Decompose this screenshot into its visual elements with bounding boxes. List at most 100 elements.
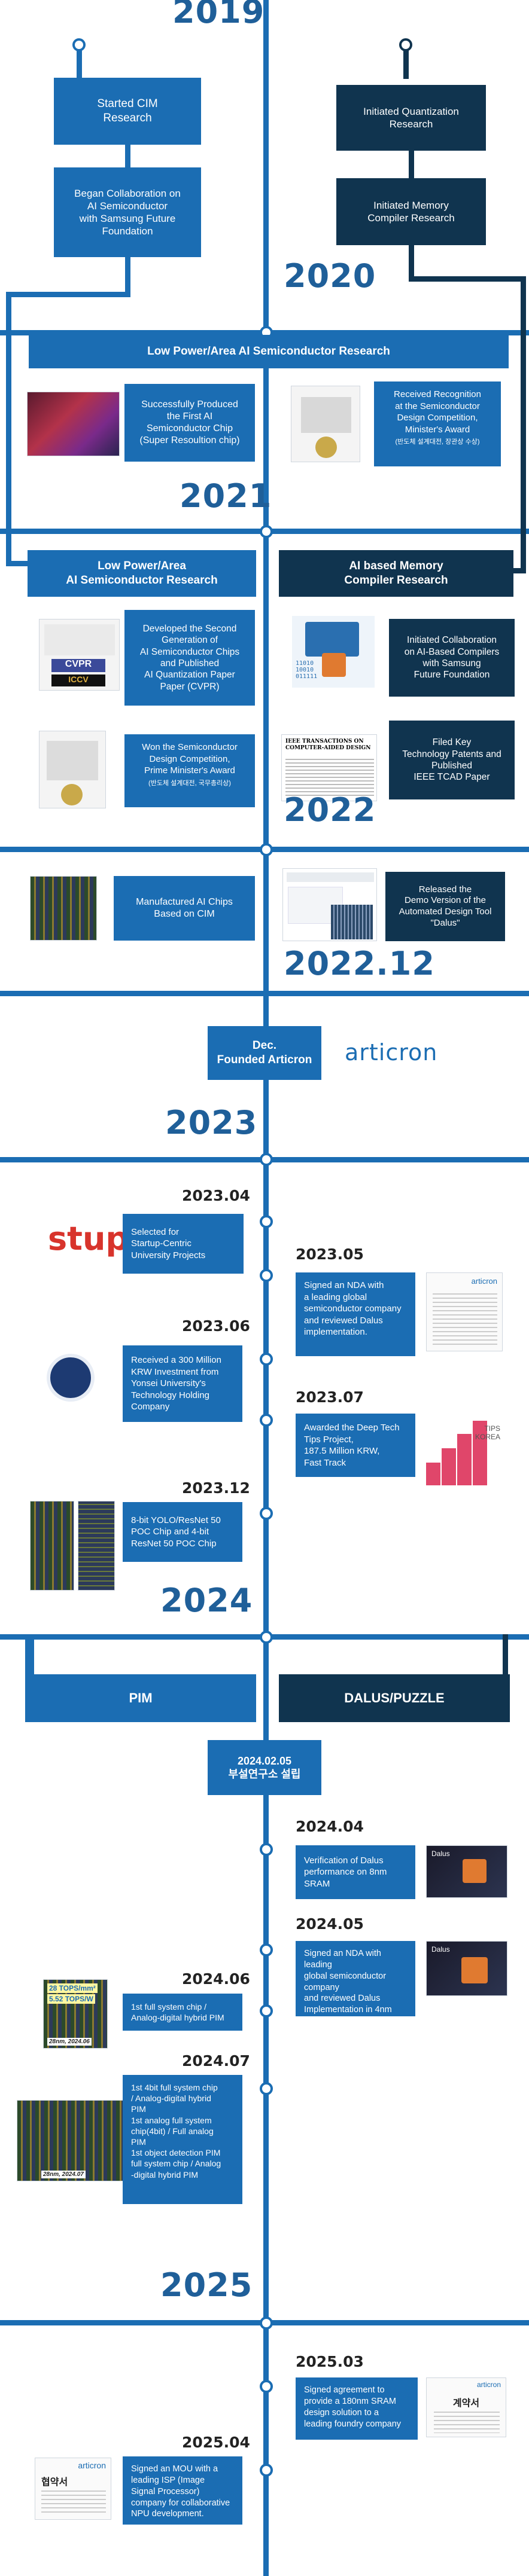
year-2019: 2019	[172, 0, 265, 30]
tips-logo-text: TIPS KOREA	[475, 1424, 500, 1441]
chip-photo	[27, 392, 120, 456]
articron-doc-logo: articron	[476, 2380, 501, 2389]
milestone-samsung-collab: Began Collaboration on AI Semiconductor …	[54, 167, 201, 257]
connector	[503, 1634, 508, 1676]
timeline-spine	[263, 0, 269, 2576]
connector	[125, 145, 130, 169]
yonsei-seal	[47, 1354, 95, 1402]
prime-minister-award-photo	[39, 731, 106, 808]
mou-document: articron 협약서	[35, 2458, 111, 2520]
award-text: Received Recognition at the Semiconducto…	[394, 389, 481, 435]
dalus-label: Dalus	[431, 1849, 450, 1858]
connector	[409, 151, 414, 179]
milestone-prime-minister-award: Won the Semiconductor Design Competition…	[124, 734, 255, 807]
year-2022-12: 2022.12	[284, 945, 435, 982]
event-4bit-pim-chips: 1st 4bit full system chip / Analog-digit…	[123, 2075, 242, 2204]
dalus-label: Dalus	[431, 1945, 450, 1954]
milestone-second-gen-chips: Developed the Second Generation of AI Se…	[124, 610, 255, 706]
iccv-logo: ICCV	[51, 674, 105, 686]
connector	[403, 50, 409, 79]
banner-low-power-research: Low Power/Area AI Semiconductor Research	[29, 335, 509, 368]
tcad-title: IEEE TRANSACTIONS ON COMPUTER-AIDED DESI…	[285, 738, 371, 751]
event-first-full-system-chip: 1st full system chip / Analog-digital hy…	[123, 1994, 242, 2031]
contract-title: 계약서	[452, 2397, 480, 2409]
header-pim: PIM	[25, 1674, 256, 1722]
timeline-node	[260, 843, 273, 856]
event-date: 2024.07	[182, 2052, 250, 2070]
header-low-power-ai: Low Power/Area AI Semiconductor Research	[28, 550, 256, 597]
milestone-first-chip: Successfully Produced the First AI Semic…	[124, 384, 255, 462]
pim-chip-photo: 28 TOPS/mm² 5.52 TOPS/W 28nm, 2024.06	[43, 1979, 108, 2049]
year-2022: 2022	[284, 791, 376, 829]
articron-doc-logo: articron	[471, 1277, 497, 1286]
connector	[77, 50, 82, 79]
cvpr-logo: CVPR	[51, 659, 105, 672]
cvpr-paper-photo: CVPR ICCV	[39, 619, 120, 691]
poc-chip-photo-2	[78, 1501, 115, 1591]
event-date: 2025.04	[182, 2434, 250, 2451]
dalus-4nm-image: Dalus	[426, 1941, 507, 1996]
event-isp-mou: Signed an MOU with a leading ISP (Image …	[123, 2456, 242, 2525]
chip-spec-label: 28 TOPS/mm²	[47, 1983, 98, 1993]
timeline-node	[260, 2004, 273, 2018]
timeline-node	[260, 1631, 273, 1644]
mou-title: 협약서	[41, 2476, 68, 2488]
connector	[6, 561, 30, 566]
year-divider	[0, 991, 529, 996]
contract-document: articron 계약서	[426, 2377, 506, 2437]
header-memory-compiler: AI based Memory Compiler Research	[279, 550, 513, 597]
event-nda-dalus: Signed an NDA with a leading global semi…	[296, 1272, 415, 1356]
award-subtext: (반도체 설계대전, 장관상 수상)	[395, 438, 480, 445]
year-2020: 2020	[284, 257, 376, 295]
event-date: 2024.06	[182, 1970, 250, 1988]
timeline-node	[260, 1843, 273, 1856]
nda-document-photo: articron	[426, 1272, 503, 1351]
connector	[513, 568, 526, 573]
event-tips-project: Awarded the Deep Tech Tips Project, 187.…	[296, 1414, 415, 1477]
timeline-node	[260, 1269, 273, 1282]
event-date: 2025.03	[296, 2353, 364, 2370]
milestone-memory-compiler: Initiated Memory Compiler Research	[336, 178, 486, 245]
milestone-founded-articron: Dec. Founded Articron	[208, 1026, 321, 1080]
tcad-paper-photo: IEEE TRANSACTIONS ON COMPUTER-AIDED DESI…	[281, 734, 377, 801]
milestone-cim-chips: Manufactured AI Chips Based on CIM	[114, 876, 255, 941]
event-date: 2023.05	[296, 1246, 364, 1263]
timeline-node	[260, 2380, 273, 2393]
connector	[6, 292, 130, 297]
milestone-quantization: Initiated Quantization Research	[336, 85, 486, 151]
articron-logo: articron	[345, 1039, 438, 1066]
connector	[521, 281, 526, 573]
milestone-minister-award: Received Recognition at the Semiconducto…	[374, 381, 501, 466]
timeline-node	[260, 2082, 273, 2095]
tips-logo: TIPS KOREA	[426, 1421, 500, 1485]
stup-logo: stup	[48, 1220, 129, 1258]
chip-caption: 28nm, 2024.06	[47, 2038, 92, 2046]
year-2023: 2023	[165, 1104, 258, 1142]
connector	[125, 257, 130, 297]
event-startup-projects: Selected for Startup-Centric University …	[123, 1214, 244, 1274]
timeline-node	[260, 1943, 273, 1957]
connector	[409, 245, 414, 281]
timeline-node	[260, 1153, 273, 1166]
dalus-screenshot	[282, 868, 377, 941]
award-text: Won the Semiconductor Design Competition…	[142, 742, 238, 776]
year-2025: 2025	[160, 2266, 253, 2304]
cim-chip-photo	[30, 876, 97, 941]
articron-doc-logo: articron	[78, 2461, 106, 2470]
event-date: 2023.12	[182, 1479, 250, 1497]
timeline-node	[260, 525, 273, 538]
timeline-node	[260, 2316, 273, 2330]
connector	[409, 276, 526, 282]
year-2021: 2021	[180, 477, 272, 515]
connector	[29, 1634, 34, 1676]
milestone-started-cim: Started CIM Research	[54, 78, 201, 145]
connector	[25, 1634, 31, 1680]
timeline-node	[260, 1215, 273, 1228]
award-certificate-photo	[291, 386, 360, 462]
timeline-node	[260, 2464, 273, 2477]
year-2024: 2024	[160, 1582, 253, 1619]
award-subtext: (반도체 설계대전, 국무총리상)	[148, 779, 231, 787]
timeline-node	[260, 1507, 273, 1520]
chip-spec-label: 5.52 TOPS/W	[47, 1994, 95, 2004]
